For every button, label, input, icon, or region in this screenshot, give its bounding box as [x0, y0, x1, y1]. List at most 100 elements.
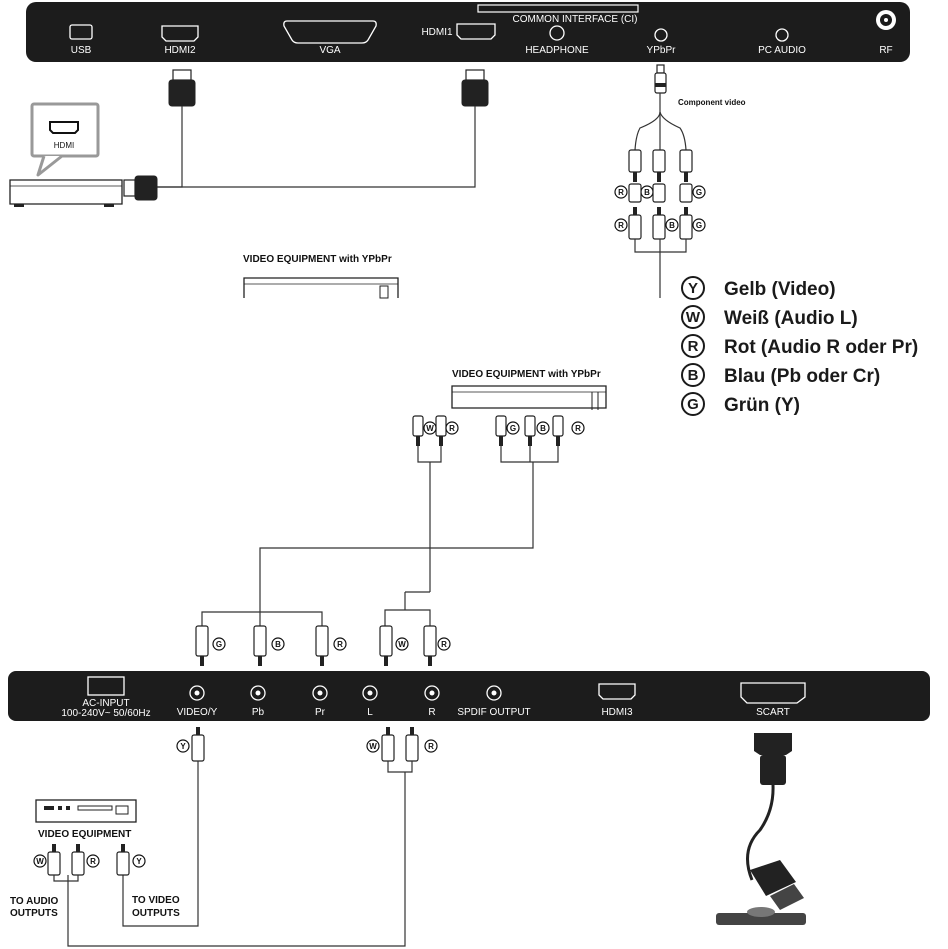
badge-r-icon: R — [445, 421, 459, 435]
legend-letter: G — [687, 396, 699, 413]
headphone-port-label: HEADPHONE — [525, 45, 589, 56]
top-panel-background — [26, 2, 910, 62]
audio-r-port-icon — [424, 685, 440, 701]
badge-r-icon: R — [571, 421, 585, 435]
svg-text:R: R — [575, 424, 581, 433]
to-audio-outputs-label-2: OUTPUTS — [10, 908, 58, 919]
badge-w-icon: W — [395, 637, 409, 651]
video-y-port-label: VIDEO/Y — [177, 707, 218, 718]
pr-port-label: Pr — [315, 707, 326, 718]
hdmi-source-device — [9, 179, 123, 205]
top-connector-panel: COMMON INTERFACE (CI) USB HDMI2 VGA HDMI… — [26, 2, 910, 62]
legend-letter: W — [686, 309, 701, 326]
hdmi-plug-icon — [465, 69, 485, 81]
audio-r-port-label: R — [428, 707, 435, 718]
hdmi1-port-label: HDMI1 — [421, 27, 453, 38]
to-audio-outputs-label: TO AUDIO — [10, 896, 59, 907]
to-video-outputs-label: TO VIDEO — [132, 895, 180, 906]
legend-item: Y Gelb (Video) — [681, 276, 836, 300]
spdif-port-label: SPDIF OUTPUT — [457, 707, 530, 718]
svg-text:W: W — [426, 424, 434, 433]
hdmi2-port-icon — [161, 25, 199, 42]
ypbpr-device-box — [451, 385, 607, 409]
badge-r-icon: R — [614, 185, 628, 199]
badge-y-icon: Y — [132, 854, 146, 868]
svg-text:R: R — [428, 742, 434, 751]
to-video-outputs-label-2: OUTPUTS — [132, 908, 180, 919]
hdmi3-port-icon — [598, 683, 636, 700]
pr-port-icon — [312, 685, 328, 701]
legend-item: G Grün (Y) — [681, 392, 800, 416]
svg-text:R: R — [337, 640, 343, 649]
common-interface-slot — [477, 4, 639, 13]
scart-plug-icon — [750, 860, 796, 896]
svg-text:B: B — [644, 188, 650, 197]
legend-item: W Weiß (Audio L) — [681, 305, 858, 329]
hdmi-plug-body-icon — [168, 79, 196, 107]
ypbpr-port-label: YPbPr — [647, 45, 677, 56]
svg-text:Y: Y — [180, 742, 186, 751]
svg-text:R: R — [449, 424, 455, 433]
hdmi-plug-body-icon — [461, 79, 489, 107]
legend-text: Gelb (Video) — [724, 279, 836, 300]
rf-port-label: RF — [879, 45, 892, 56]
badge-r-icon: R — [424, 739, 438, 753]
hdmi-cable — [157, 106, 476, 188]
video-equipment-ypbpr-label: VIDEO EQUIPMENT with YPbPr — [452, 369, 601, 380]
badge-b-icon: B — [271, 637, 285, 651]
hdmi1-port-icon — [456, 23, 496, 40]
badge-b-icon: B — [536, 421, 550, 435]
common-interface-label: COMMON INTERFACE (CI) — [513, 14, 638, 25]
headphone-port-icon — [549, 25, 565, 41]
vga-port-icon — [283, 20, 377, 44]
legend-text: Weiß (Audio L) — [724, 308, 858, 329]
legend-text: Grün (Y) — [724, 395, 800, 416]
hdmi-cable — [157, 106, 183, 188]
badge-y-icon: Y — [176, 739, 190, 753]
scart-port-label: SCART — [756, 707, 790, 718]
composite-connection: Y W R VIDEO EQUIPMENT W R Y TO AUDIO OUT… — [10, 727, 438, 947]
hdmi-plug-body-icon — [134, 175, 158, 201]
legend-text: Rot (Audio R oder Pr) — [724, 337, 918, 358]
video-equipment-ypbpr: VIDEO EQUIPMENT with YPbPr W R G B R — [259, 369, 607, 612]
video-equipment-device — [35, 799, 137, 823]
badge-w-icon: W — [423, 421, 437, 435]
spdif-port-icon — [486, 685, 502, 701]
rca-plug-icon — [656, 64, 665, 74]
legend-badge-icon — [681, 334, 705, 358]
bottom-connector-panel: AC-INPUT 100-240V~ 50/60Hz VIDEO/Y Pb Pr… — [8, 671, 930, 721]
badge-g-icon: G — [692, 218, 706, 232]
legend-letter: B — [688, 367, 699, 384]
hdmi-port-icon — [49, 121, 79, 134]
legend-badge-icon — [681, 276, 705, 300]
badge-r-icon: R — [437, 637, 451, 651]
legend-letter: Y — [688, 280, 698, 297]
svg-text:B: B — [669, 221, 675, 230]
audio-l-port-icon — [362, 685, 378, 701]
hdmi-plug-icon — [123, 179, 136, 197]
ypbpr-port-icon — [654, 28, 668, 42]
hdmi-device-label: HDMI — [54, 141, 74, 150]
video-equipment-label: VIDEO EQUIPMENT — [38, 829, 131, 840]
badge-w-icon: W — [366, 739, 380, 753]
pb-port-label: Pb — [252, 707, 265, 718]
pb-port-icon — [250, 685, 266, 701]
svg-text:W: W — [369, 742, 377, 751]
vga-port-label: VGA — [319, 45, 340, 56]
hdmi2-port-label: HDMI2 — [164, 45, 196, 56]
ac-input-voltage-label: 100-240V~ 50/60Hz — [61, 708, 150, 719]
svg-text:G: G — [696, 221, 702, 230]
ac-input-label: AC-INPUT — [82, 698, 129, 709]
scart-cable — [716, 733, 806, 925]
video-equipment-ypbpr-partial: VIDEO EQUIPMENT with YPbPr — [243, 254, 399, 299]
svg-text:G: G — [696, 188, 702, 197]
svg-text:W: W — [36, 857, 44, 866]
badge-r-icon: R — [614, 218, 628, 232]
svg-text:R: R — [618, 188, 624, 197]
svg-text:G: G — [510, 424, 516, 433]
legend-badge-icon — [681, 305, 705, 329]
badge-g-icon: G — [506, 421, 520, 435]
